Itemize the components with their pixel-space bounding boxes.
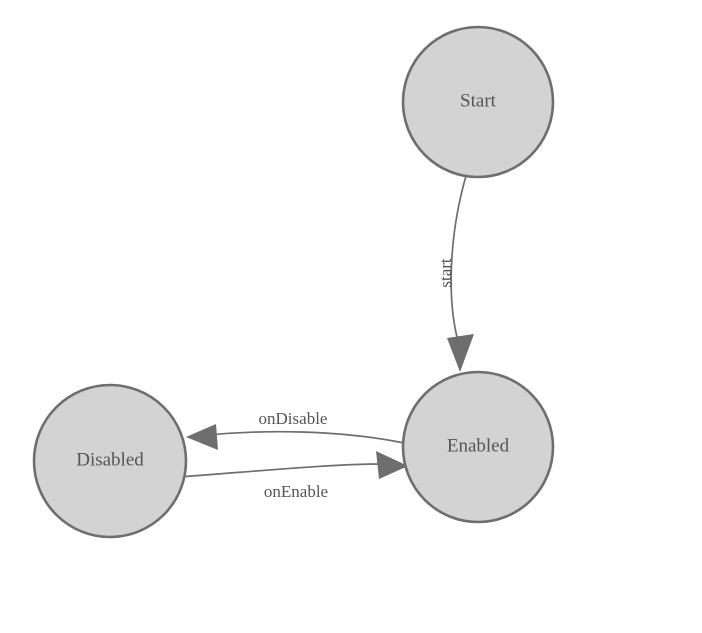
edge-start-to-enabled[interactable]: start [436, 175, 474, 372]
edge-label-start: start [436, 258, 455, 288]
node-enabled-circle [401, 370, 555, 524]
edge-disabled-to-enabled-path [177, 463, 382, 478]
edge-enabled-to-disabled-arrowhead [186, 424, 218, 450]
edge-start-to-enabled-path [450, 175, 467, 342]
edge-start-to-enabled-arrowhead [447, 334, 474, 372]
node-start[interactable]: Start [401, 25, 555, 179]
node-disabled-label: Disabled [76, 449, 144, 470]
node-start-circle [401, 25, 555, 179]
edge-disabled-to-enabled-arrowhead [376, 451, 408, 479]
node-start-label: Start [460, 90, 497, 111]
edge-enabled-to-disabled[interactable]: onDisable [186, 409, 405, 450]
node-disabled[interactable]: Disabled [32, 383, 188, 539]
node-enabled-label: Enabled [447, 435, 510, 456]
edge-disabled-to-enabled[interactable]: onEnable [177, 451, 408, 501]
edge-enabled-to-disabled-path [198, 430, 405, 444]
edge-label-onenable: onEnable [264, 482, 328, 501]
node-disabled-circle [32, 383, 188, 539]
edge-label-ondisable: onDisable [259, 409, 328, 428]
node-enabled[interactable]: Enabled [401, 370, 555, 524]
